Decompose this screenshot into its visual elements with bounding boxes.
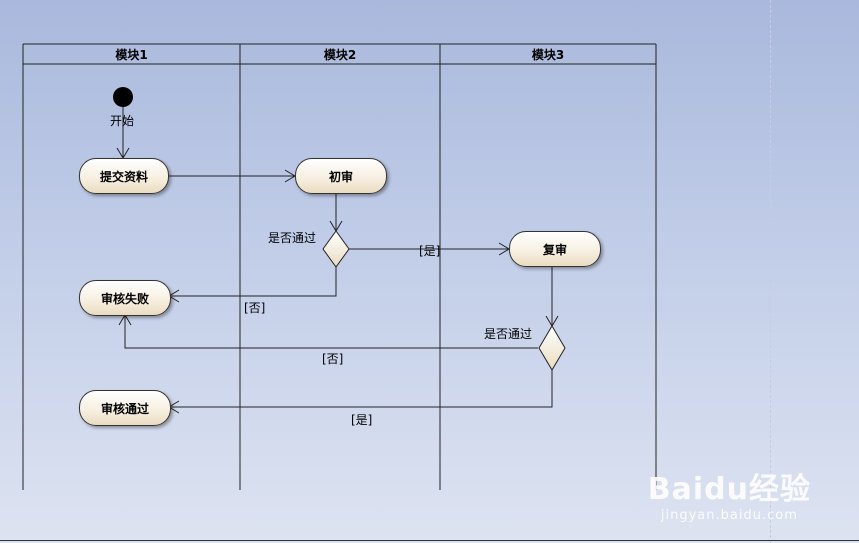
edge-label-d1-yes: [是] — [419, 244, 441, 258]
edge-d2-fail — [124, 315, 538, 349]
edge-label-d1-no: [否] — [244, 301, 266, 315]
activity-submit[interactable]: 提交资料 — [79, 158, 169, 194]
start-label: 开始 — [110, 114, 135, 128]
edge-d2-pass — [169, 370, 553, 408]
baidu-watermark: Baidu经验 jingyan.baidu.com — [648, 464, 811, 523]
decision-label-2: 是否通过 — [484, 327, 533, 341]
decision-diamond-2[interactable] — [538, 325, 566, 371]
activity-fail[interactable]: 审核失败 — [79, 280, 171, 316]
vertical-guide — [770, 0, 771, 543]
start-node[interactable] — [113, 87, 133, 107]
lane-header-1[interactable]: 模块1 — [115, 47, 148, 62]
lane-header-2[interactable]: 模块2 — [323, 47, 357, 62]
decision-label-1: 是否通过 — [268, 231, 317, 245]
baidu-url: jingyan.baidu.com — [660, 508, 798, 523]
activity-pass[interactable]: 审核通过 — [79, 390, 171, 426]
lane-header-3[interactable]: 模块3 — [531, 47, 565, 62]
edge-d1-fail — [169, 267, 337, 297]
activity-second-review[interactable]: 复审 — [509, 231, 601, 267]
bottom-border — [0, 540, 859, 541]
baidu-logo: Baidu经验 — [647, 472, 811, 507]
edge-label-d2-no: [否] — [322, 352, 344, 366]
decision-diamond-1[interactable] — [322, 230, 350, 268]
edge-label-d2-yes: [是] — [351, 413, 373, 427]
swimlane-frame — [22, 43, 657, 490]
activity-first-review[interactable]: 初审 — [295, 158, 387, 194]
